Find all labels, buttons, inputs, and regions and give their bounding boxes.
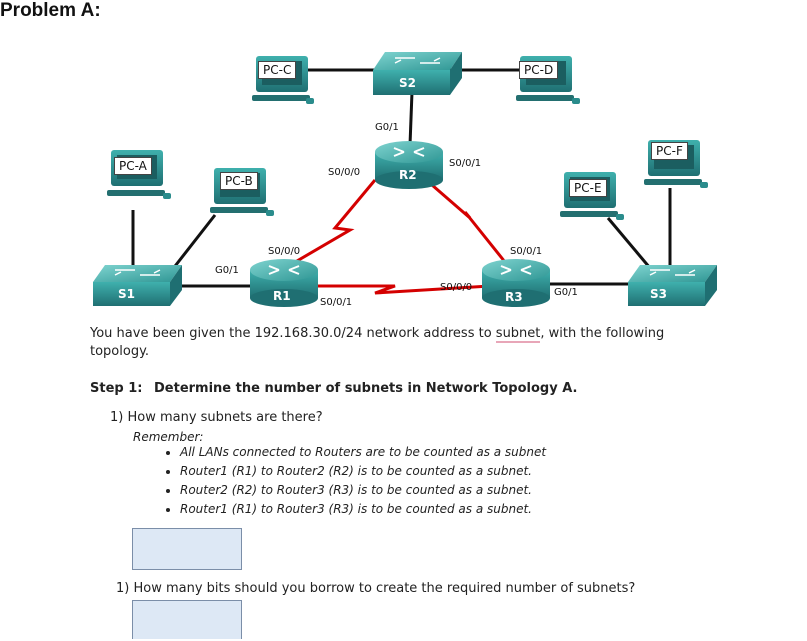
link-pce-s3 <box>606 217 652 269</box>
iface-r2-s001: S0/0/1 <box>449 158 482 169</box>
remember-list: All LANs connected to Routers are to be … <box>156 443 546 519</box>
router-r2-icon[interactable] <box>375 141 443 189</box>
link-r1-r2 <box>284 179 377 270</box>
link-r1-r3 <box>318 284 491 295</box>
label-s2: S2 <box>399 76 416 90</box>
ethernet-links <box>131 68 672 288</box>
label-r2: R2 <box>399 168 417 182</box>
remember-label: Remember: <box>133 430 204 444</box>
label-s3: S3 <box>650 287 667 301</box>
question-1: 1) How many subnets are there? <box>110 410 323 425</box>
label-pc-d: PC-D <box>519 61 559 79</box>
router-r1-icon[interactable] <box>250 259 318 307</box>
label-s1: S1 <box>118 287 135 301</box>
iface-r3-s000: S0/0/0 <box>440 282 473 293</box>
switch-s2-icon[interactable] <box>373 52 462 95</box>
iface-r1-s001: S0/0/1 <box>320 297 353 308</box>
page-title: Problem A: <box>0 0 101 21</box>
iface-r2-s000: S0/0/0 <box>328 167 361 178</box>
label-pc-b: PC-B <box>220 172 258 190</box>
label-pc-a: PC-A <box>114 157 152 175</box>
label-pc-c: PC-C <box>258 61 297 79</box>
answer-box-1[interactable] <box>132 528 242 570</box>
intro-text-after: , with the following <box>540 326 665 341</box>
label-r1: R1 <box>273 289 291 303</box>
iface-r2-g01: G0/1 <box>375 122 399 133</box>
list-item: Router2 (R2) to Router3 (R3) is to be co… <box>180 481 546 500</box>
intro-text-before: You have been given the 192.168.30.0/24 … <box>90 326 496 341</box>
iface-r1-g01: G0/1 <box>215 265 239 276</box>
label-r3: R3 <box>505 290 523 304</box>
intro-subnet-word: subnet <box>495 326 541 343</box>
label-pc-e: PC-E <box>569 179 607 197</box>
serial-links <box>284 179 507 295</box>
list-item: All LANs connected to Routers are to be … <box>180 443 546 462</box>
link-s2-r2 <box>408 91 414 146</box>
link-r2-r3 <box>431 183 507 263</box>
switch-s1-icon[interactable] <box>93 265 182 306</box>
intro-text-line2: topology. <box>90 344 150 359</box>
link-pcb-s1 <box>170 214 217 271</box>
question-2: 1) How many bits should you borrow to cr… <box>116 581 636 596</box>
router-r3-icon[interactable] <box>482 259 550 307</box>
step1-label: Step 1: <box>90 381 143 396</box>
step1-heading: Determine the number of subnets in Netwo… <box>154 381 578 396</box>
switch-s3-icon[interactable] <box>628 265 717 306</box>
list-item: Router1 (R1) to Router2 (R2) is to be co… <box>180 462 546 481</box>
answer-box-2[interactable] <box>132 600 242 639</box>
iface-r3-s001: S0/0/1 <box>510 246 543 257</box>
list-item: Router1 (R1) to Router3 (R3) is to be co… <box>180 500 546 519</box>
intro-paragraph: You have been given the 192.168.30.0/24 … <box>90 325 710 361</box>
iface-r1-s000: S0/0/0 <box>268 246 301 257</box>
iface-r3-g01: G0/1 <box>554 287 578 298</box>
label-pc-f: PC-F <box>651 142 688 160</box>
